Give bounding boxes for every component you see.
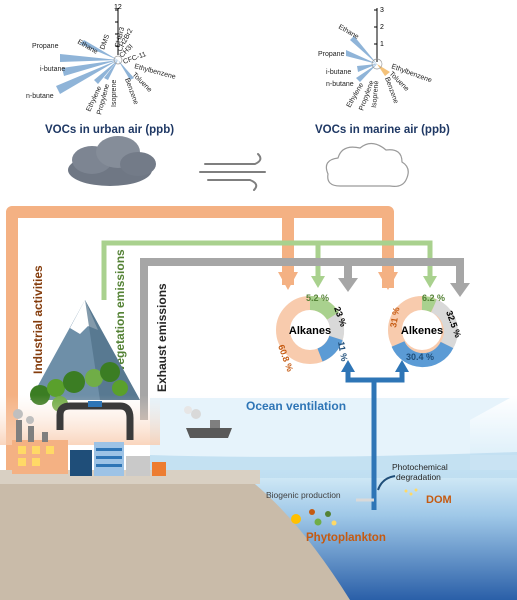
marine-wedge-benzene [377, 64, 390, 76]
industrial-activities-label: Industrial activities [31, 265, 45, 374]
urban-label-ethane: Ethane [76, 39, 99, 56]
alkanes-ocean-pct: 11 % [336, 341, 349, 362]
city-buildings-icon [70, 442, 166, 476]
marine-label-i-butane: i-butane [326, 69, 351, 76]
marine-wedge-ethane [350, 36, 377, 64]
urban-label-isoprene: Isoprene [111, 80, 118, 107]
marine-label-propane: Propane [318, 51, 345, 58]
urban-voc-chart: 12 Ethane Propane i-butane n-butane Ethy… [26, 4, 176, 136]
alkanes-exhaust-segment [326, 312, 345, 340]
urban-wedge-propylene [104, 60, 118, 80]
alkanes-donut: Alkanes 60.8 % 5.2 % 23 % 11 % [276, 293, 349, 373]
light-cloud-icon [325, 142, 409, 187]
urban-wedge-ethane [80, 40, 118, 60]
photochemical-label-2: degradation [396, 472, 441, 482]
photochemical-arrow [377, 475, 396, 491]
alkenes-donut: Alkenes 31 % 6.2 % 32.5 % 30.4 % [388, 293, 463, 368]
marine-chart-title: VOCs in marine air (ppb) [315, 124, 450, 136]
urban-label-propane: Propane [32, 43, 59, 50]
alkenes-ocean-pct: 30.4 % [406, 352, 434, 362]
exhaust-flow-arrows [140, 258, 470, 420]
phytoplankton-icon [291, 509, 337, 526]
alkenes-vegetation-segment [421, 296, 438, 313]
factory-icon [12, 409, 68, 474]
dom-particles-icon [404, 488, 418, 496]
ocean-ventilation-arrows [341, 360, 409, 510]
alkanes-ocean-segment [317, 335, 343, 362]
urban-wedge-ethylene [94, 60, 118, 84]
urban-label-i-butane: i-butane [40, 66, 65, 73]
marine-label-ethane: Ethane [337, 24, 360, 41]
ship-icon [184, 406, 232, 438]
alkenes-exhaust-segment [430, 299, 458, 349]
dark-cloud-icon [68, 136, 156, 186]
marine-tick-3: 3 [380, 7, 384, 14]
urban-wedge-propane [60, 54, 118, 62]
industrial-flow-arrows [6, 206, 398, 470]
alkanes-label: Alkanes [289, 325, 331, 337]
marine-tick-1: 1 [380, 41, 384, 48]
exhaust-emissions-label: Exhaust emissions [155, 283, 169, 392]
marine-wedge-n-butane [356, 64, 377, 82]
urban-label-dms: DMS [99, 33, 111, 50]
marine-label-n-butane: n-butane [326, 81, 354, 88]
urban-axis-max: 12 [114, 4, 122, 11]
photochemical-label-1: Photochemical [392, 462, 448, 472]
alkenes-industrial-pct: 31 % [388, 306, 401, 328]
vegetation-emissions-label: Vegetation emissions [113, 249, 127, 372]
urban-wedge-n-butane [56, 60, 118, 94]
wind-icon [199, 153, 266, 191]
marine-tick-2: 2 [380, 24, 384, 31]
marine-wedge-propane [346, 50, 377, 64]
seabed-land [0, 480, 350, 600]
urban-wedge-i-butane [62, 60, 118, 76]
marine-label-isoprene: Isoprene [371, 80, 380, 108]
alkanes-vegetation-pct: 5.2 % [306, 293, 329, 303]
alkenes-ocean-segment [391, 340, 454, 368]
marine-wedge-i-butane [357, 64, 377, 72]
urban-wedge-toluene [118, 60, 134, 80]
alkenes-vegetation-pct: 6.2 % [422, 293, 445, 303]
marine-voc-chart: 3 2 1 Ethane Propane i-butane n-butane E… [315, 7, 450, 136]
alkanes-vegetation-segment [309, 296, 339, 321]
urban-label-n-butane: n-butane [26, 93, 54, 100]
urban-chart-title: VOCs in urban air (ppb) [45, 124, 174, 136]
biogenic-label: Biogenic production [266, 490, 341, 500]
road-icon [56, 401, 134, 440]
alkenes-label: Alkenes [401, 325, 443, 337]
dom-label: DOM [426, 494, 452, 506]
ocean-ventilation-label: Ocean ventilation [246, 399, 346, 413]
phytoplankton-label: Phytoplankton [306, 532, 386, 544]
